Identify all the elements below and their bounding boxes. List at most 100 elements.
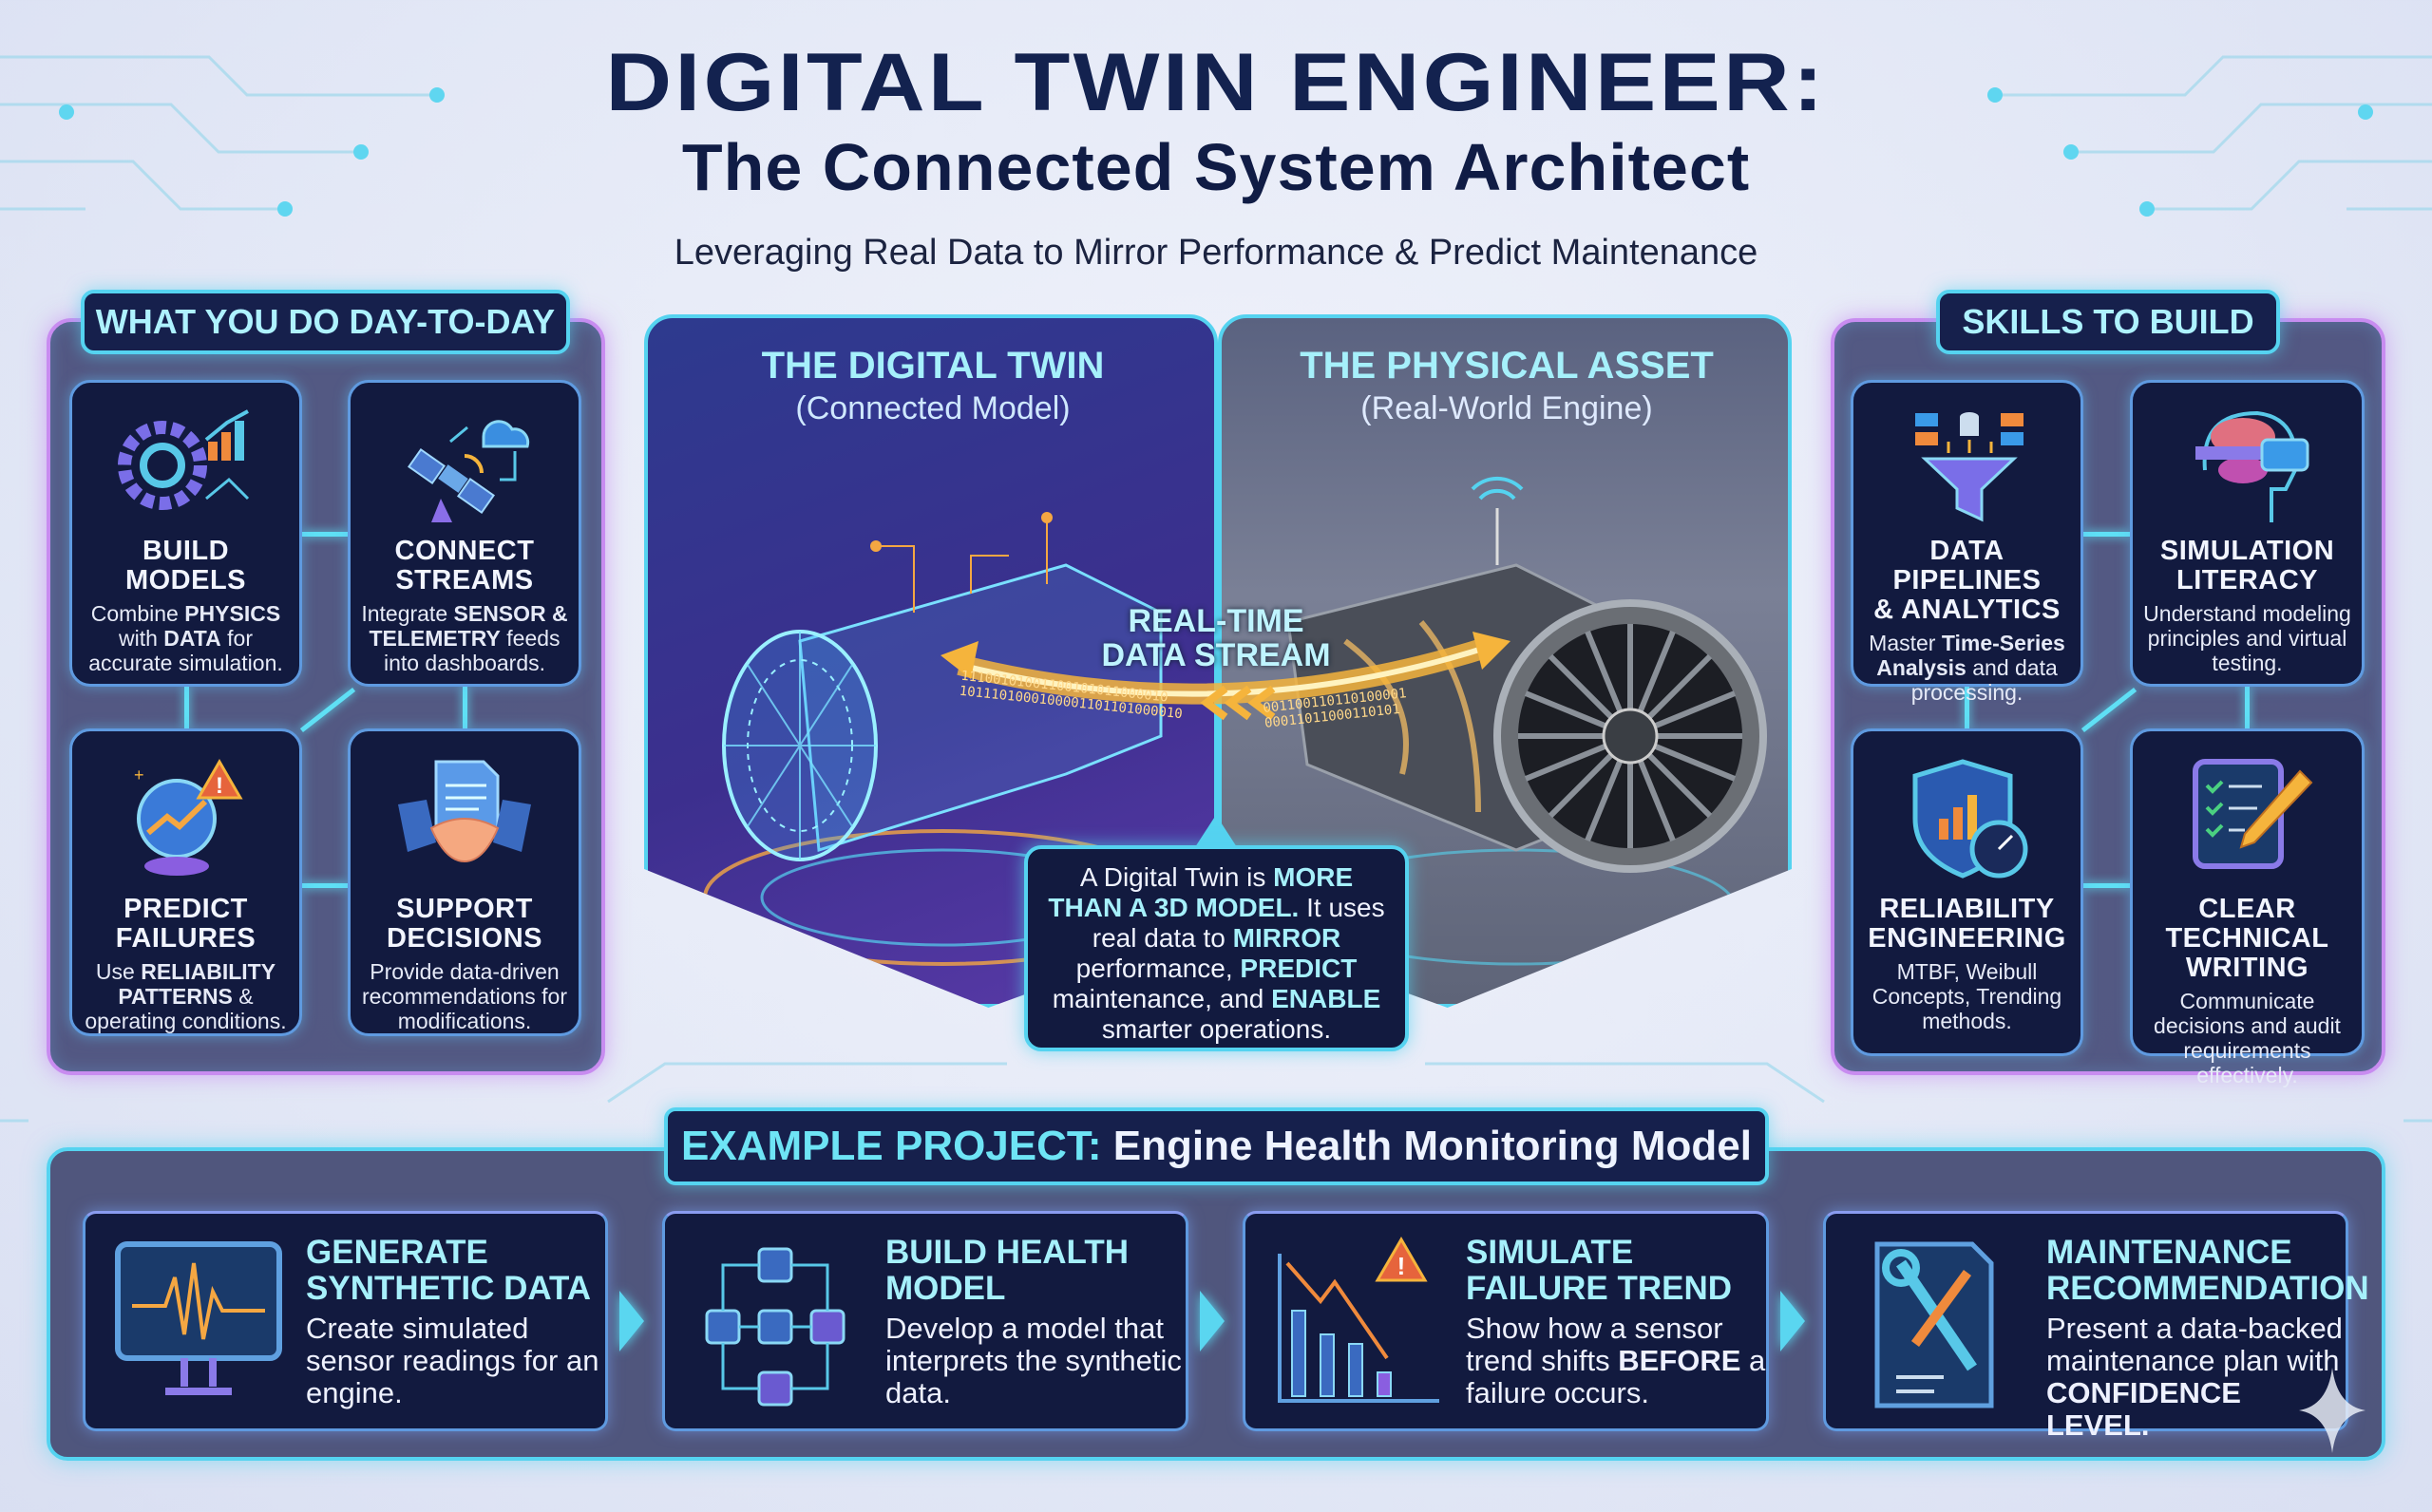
text-segment: Time-Series Analysis xyxy=(1876,631,2065,680)
text-segment: SENSOR & xyxy=(453,601,568,626)
text-segment: MTBF, Weibull Concepts, Trending methods… xyxy=(1872,959,2062,1033)
svg-text:+: + xyxy=(134,765,144,784)
connector-line xyxy=(463,687,467,728)
funnel-pipeline-icon xyxy=(1914,412,2024,522)
brain-vr-headset-icon xyxy=(2194,410,2308,522)
text-segment: Master xyxy=(1869,631,1942,655)
physical-asset-panel: THE PHYSICAL ASSET (Real-World Engine) xyxy=(1218,314,1792,1008)
svg-text:!: ! xyxy=(1397,1252,1406,1280)
text-segment: smarter operations. xyxy=(1101,1014,1332,1044)
page-title: DIGITAL TWIN ENGINEER: xyxy=(605,37,1827,128)
shield-stopwatch-icon xyxy=(1912,759,2027,879)
text-segment: Integrate xyxy=(361,601,454,626)
text-segment: with xyxy=(119,626,164,651)
declining-chart-warning-icon: ! xyxy=(1278,1237,1439,1403)
connector-line xyxy=(2083,883,2130,888)
text-segment: feeds into dashboards. xyxy=(383,626,560,675)
wireframe-engine-icon xyxy=(703,512,1182,966)
text-segment: CONFIDENCE LEVEL. xyxy=(2046,1376,2241,1442)
jet-engine-photo xyxy=(1286,476,1767,966)
satellite-cloud-icon xyxy=(408,420,530,522)
card-description: Master Time-Series Analysis and data pro… xyxy=(1853,631,2080,705)
heading-prefix: EXAMPLE PROJECT: xyxy=(681,1123,1102,1169)
sparkle-icon xyxy=(2299,1368,2366,1453)
text-segment: MIRROR xyxy=(1232,923,1341,953)
card-title: DATA PIPELINES& ANALYTICS xyxy=(1873,536,2061,625)
card-data-pipelines: DATA PIPELINES& ANALYTICS Master Time-Se… xyxy=(1851,380,2083,705)
connector-line xyxy=(302,883,348,888)
checklist-pencil-icon xyxy=(2192,759,2312,869)
connector-line xyxy=(2245,687,2250,728)
text-segment: It uses real data to xyxy=(1092,893,1385,953)
digital-twin-title: THE DIGITAL TWIN xyxy=(761,345,1105,387)
chevron-right-icon xyxy=(1780,1291,1805,1351)
text-segment: BEFORE xyxy=(1618,1344,1741,1377)
text-segment: for accurate simulation. xyxy=(88,626,283,675)
text-segment: Use xyxy=(95,959,142,984)
text-segment: Present a data-backed maintenance plan w… xyxy=(2046,1312,2343,1377)
connector-line xyxy=(2083,532,2130,537)
text-segment: Show how a sensor trend shifts xyxy=(1466,1312,1723,1377)
svg-text:!: ! xyxy=(216,773,223,799)
wrench-document-icon xyxy=(1874,1241,1994,1408)
handshake-document-icon xyxy=(398,760,531,863)
text-segment: a failure occurs. xyxy=(1466,1344,1766,1409)
text-segment: Communicate decisions and audit requirem… xyxy=(2154,989,2341,1087)
monitor-waveform-icon xyxy=(115,1241,282,1395)
skills-heading: SKILLS TO BUILD xyxy=(1936,290,2280,354)
card-description: Provide data-driven recommendations for … xyxy=(351,959,579,1033)
data-stream-arrow xyxy=(940,632,1510,721)
text-segment: Provide data-driven recommendations for … xyxy=(361,959,568,1033)
text-segment: Understand modeling principles and virtu… xyxy=(2143,601,2351,675)
card-description: Integrate SENSOR & TELEMETRY feeds into … xyxy=(351,601,579,675)
text-segment: maintenance, and xyxy=(1052,984,1272,1013)
crystal-ball-warning-icon: ! + xyxy=(134,759,243,876)
heading-project-name: Engine Health Monitoring Model xyxy=(1112,1123,1752,1169)
text-segment: Combine xyxy=(90,601,185,626)
text-segment: Develop a model that interprets the synt… xyxy=(885,1312,1182,1409)
step-description: Present a data-backed maintenance plan w… xyxy=(2046,1313,2350,1442)
chevron-right-icon xyxy=(1200,1291,1225,1351)
text-segment: A Digital Twin is xyxy=(1079,862,1274,892)
digital-twin-callout: A Digital Twin is MORE THAN A 3D MODEL. … xyxy=(1024,845,1409,1051)
card-description: MTBF, Weibull Concepts, Trending methods… xyxy=(1853,959,2080,1033)
step-description: Show how a sensor trend shifts BEFORE a … xyxy=(1466,1313,1770,1409)
text-segment: PHYSICS xyxy=(184,601,281,626)
text-segment: PREDICT xyxy=(1240,954,1358,983)
flow-diagram-icon xyxy=(705,1247,846,1407)
text-segment: & operating conditions. xyxy=(85,984,287,1033)
text-segment: performance, xyxy=(1075,954,1241,983)
text-segment: MORE THAN A 3D MODEL. xyxy=(1048,862,1354,922)
page-subtitle: Leveraging Real Data to Mirror Performan… xyxy=(674,233,1758,273)
digital-twin-subtitle: (Connected Model) xyxy=(795,390,1071,426)
card-description: Use RELIABILITY PATTERNS & operating con… xyxy=(72,959,299,1033)
text-segment: RELIABILITY PATTERNS xyxy=(118,959,276,1009)
callout-pointer xyxy=(1195,815,1237,847)
connector-line xyxy=(1965,687,1969,728)
physical-asset-title: THE PHYSICAL ASSET xyxy=(1300,345,1714,387)
connector-line xyxy=(184,687,189,728)
step-description: Create simulated sensor readings for an … xyxy=(306,1313,610,1409)
